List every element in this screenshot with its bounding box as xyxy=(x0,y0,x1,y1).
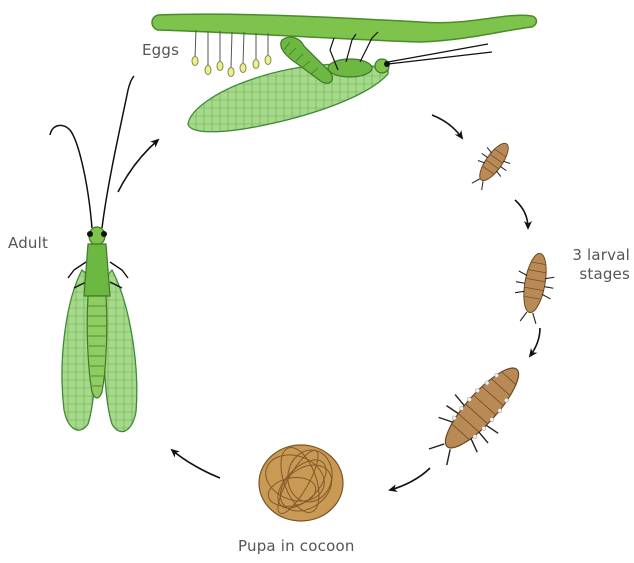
cocoon-icon xyxy=(259,443,343,521)
larval-stages-label-line2: stages xyxy=(560,265,630,284)
adult-lacewing-icon xyxy=(50,76,137,432)
larval-stages-label: 3 larval stages xyxy=(560,246,630,284)
arrow-eggs-to-larva-icon xyxy=(432,115,462,138)
arrow-adult-to-eggs-icon xyxy=(118,140,158,192)
arrow-pupa-to-adult-icon xyxy=(172,450,220,478)
adult-label: Adult xyxy=(8,234,48,253)
eggs-label: Eggs xyxy=(142,41,179,60)
arrow-larva2-to-larva3-icon xyxy=(530,328,540,356)
pupa-label: Pupa in cocoon xyxy=(238,537,355,556)
egg-laying-lacewing-icon xyxy=(188,32,492,132)
larval-stages-label-line1: 3 larval xyxy=(560,246,630,265)
larva-stage-3-icon xyxy=(416,350,538,477)
larva-stage-1-icon xyxy=(465,135,519,195)
egg-stalks-icon xyxy=(192,30,271,77)
leaf-icon xyxy=(152,14,537,42)
arrow-larva1-to-larva2-icon xyxy=(515,200,528,228)
arrow-larva3-to-pupa-icon xyxy=(390,468,430,490)
larva-stage-2-icon xyxy=(509,250,559,326)
